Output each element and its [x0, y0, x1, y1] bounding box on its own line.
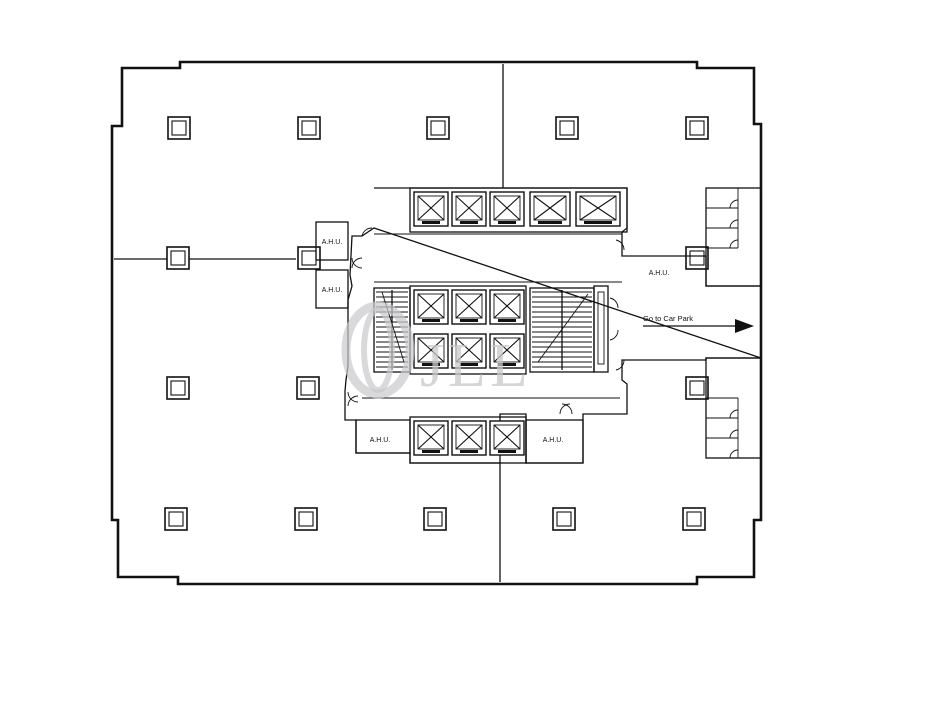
- lift-car: [529, 191, 571, 227]
- building-outline: [110, 60, 763, 586]
- lift-bank-top-frame: [409, 187, 628, 233]
- lift-car: [489, 191, 525, 227]
- door-swings: [347, 227, 625, 415]
- lift-car: [413, 191, 449, 227]
- lift-cars: [413, 191, 621, 456]
- lift-car: [451, 289, 487, 325]
- column: [685, 376, 709, 400]
- lift-car: [575, 191, 621, 227]
- column: [685, 116, 709, 140]
- jll-watermark-logo: JLL: [341, 301, 532, 400]
- column: [164, 507, 188, 531]
- ahu-label-1: A.H.U.: [322, 239, 343, 246]
- ahu-room-4: [355, 419, 411, 454]
- ahu-room-1: [315, 221, 349, 261]
- column: [296, 376, 320, 400]
- column: [423, 507, 447, 531]
- ahu-label-4: A.H.U.: [370, 437, 391, 444]
- toilet-block-upper: [705, 187, 762, 287]
- ahu-label-3: A.H.U.: [649, 270, 670, 277]
- column: [167, 116, 191, 140]
- car-park-label: Go to Car Park: [643, 314, 693, 323]
- watermark-text: JLL: [420, 332, 532, 400]
- column: [555, 116, 579, 140]
- lift-car: [489, 289, 525, 325]
- column: [426, 116, 450, 140]
- toilet-block-lower: [705, 357, 762, 459]
- column: [294, 507, 318, 531]
- lift-car: [489, 420, 525, 456]
- ahu-room-5: [525, 419, 584, 464]
- stair-right: [529, 285, 609, 373]
- ahu-room-2: [315, 269, 349, 309]
- lift-car: [451, 420, 487, 456]
- column: [166, 246, 190, 270]
- lift-car: [489, 333, 525, 369]
- column: [685, 246, 709, 270]
- column: [682, 507, 706, 531]
- ahu-label-5: A.H.U.: [543, 437, 564, 444]
- column: [552, 507, 576, 531]
- lift-car: [451, 191, 487, 227]
- column: [166, 376, 190, 400]
- lift-car: [413, 420, 449, 456]
- car-park-arrow-head: [735, 319, 754, 333]
- lift-car: [451, 333, 487, 369]
- column: [297, 116, 321, 140]
- ahu-label-2: A.H.U.: [322, 287, 343, 294]
- columns: [164, 116, 709, 531]
- lift-car: [413, 289, 449, 325]
- column: [297, 246, 321, 270]
